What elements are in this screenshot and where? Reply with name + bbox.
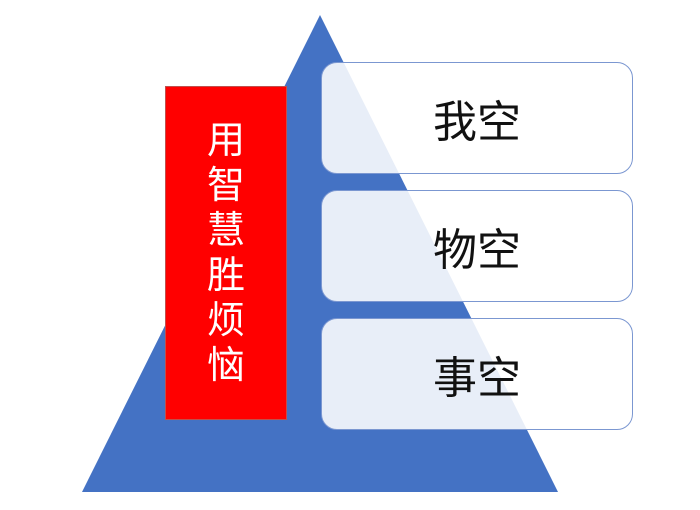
level-box-3: 事空 — [321, 318, 633, 430]
left-label-char: 胜 — [206, 253, 245, 297]
left-label-box: 用 智 慧 胜 烦 恼 — [165, 86, 287, 420]
left-label-char: 用 — [206, 118, 245, 162]
left-label-char: 慧 — [206, 208, 245, 252]
level-box-2: 物空 — [321, 190, 633, 302]
level-box-1: 我空 — [321, 62, 633, 174]
left-label-char: 恼 — [206, 343, 245, 387]
left-label-char: 智 — [206, 163, 245, 207]
left-label-char: 烦 — [206, 298, 245, 342]
